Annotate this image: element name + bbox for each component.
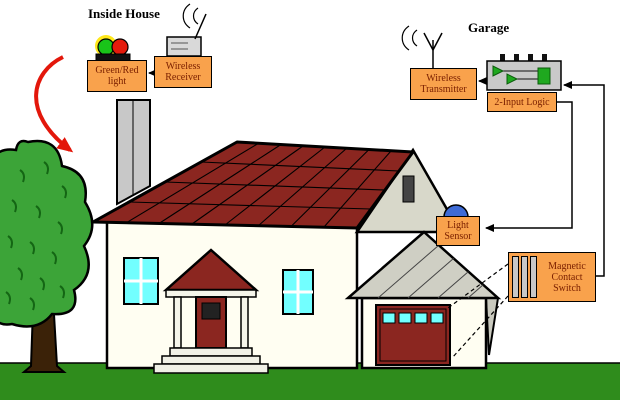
porch-post-left [173, 296, 182, 349]
two-input-logic-label: 2-Input Logic [494, 96, 550, 108]
switch-locator-dashed-lines [447, 263, 509, 359]
garage-roof [344, 230, 502, 300]
garage-title: Garage [468, 20, 510, 35]
wireless-receiver-label: Wireless Receiver [165, 61, 201, 83]
porch [153, 248, 269, 374]
porch-post-right [240, 296, 249, 349]
door-window [201, 302, 221, 320]
window-right [282, 269, 314, 315]
magnetic-contact-switch-label: Magnetic Contact Switch [548, 260, 586, 294]
front-door [195, 296, 227, 349]
garage-door [375, 304, 451, 366]
red-annotation-arrow [34, 55, 74, 153]
wireless-transmitter-box: Wireless Transmitter [410, 68, 477, 100]
inside-house-title: Inside House [88, 6, 160, 21]
green-red-light-label: Green/Red light [95, 65, 139, 87]
wireless-receiver-box: Wireless Receiver [154, 56, 212, 88]
garage-side [484, 297, 500, 356]
magnetic-contact-switch-box: Magnetic Contact Switch [508, 252, 596, 302]
window-left [123, 257, 159, 305]
light-sensor-dome-icon [443, 204, 469, 218]
circuit-chip-icon [486, 54, 562, 91]
gable-vent [402, 175, 415, 203]
wireless-transmitter-label: Wireless Transmitter [420, 73, 467, 95]
house [91, 99, 463, 374]
steps [153, 347, 269, 374]
radio-receiver-antenna-icon [166, 3, 207, 57]
garage-roof-stripes [377, 244, 484, 299]
tree [0, 139, 94, 373]
switch-to-logic-wire [563, 81, 605, 277]
logic-to-light-sensor-wire [485, 101, 573, 232]
light-sensor-box: Light Sensor [436, 216, 480, 246]
tree-crown [0, 139, 94, 328]
two-input-logic-box: 2-Input Logic [487, 92, 557, 112]
tree-leaf-marks [5, 161, 67, 311]
magnetic-switch-bars-icon [512, 256, 537, 298]
green-red-led-icon [95, 35, 131, 63]
radio-transmitter-antenna-icon [401, 25, 443, 68]
roof-shingle-lines [125, 142, 400, 228]
garage-building [344, 230, 502, 370]
light-sensor-label: Light Sensor [444, 220, 472, 242]
green-red-light-box: Green/Red light [87, 60, 147, 92]
